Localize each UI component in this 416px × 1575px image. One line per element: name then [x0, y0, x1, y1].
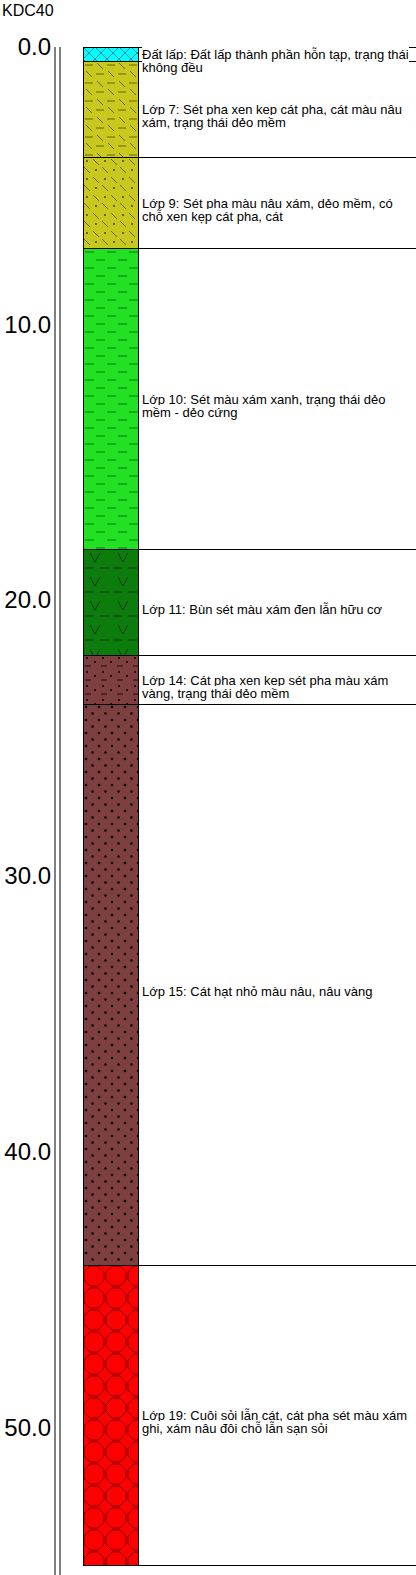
layer-fill [84, 158, 139, 249]
layer-column [83, 61, 139, 158]
description-text: Lớp 7: Sét pha xen kẹp cát pha, cát màu … [142, 102, 402, 130]
depth-label: 50.0 [0, 1414, 51, 1442]
layer-fill [84, 48, 139, 62]
description-text: Lớp 14: Cát pha xen kẹp sét pha màu xám … [142, 673, 388, 701]
soil-layer: Lớp 7: Sét pha xen kẹp cát pha, cát màu … [83, 61, 414, 157]
depth-label: 20.0 [0, 586, 51, 614]
layer-description: Đất lấp: Đất lấp thành phần hỗn tạp, trạ… [142, 48, 410, 74]
layer-column [83, 248, 139, 550]
layer-boundaries [138, 48, 416, 1566]
layer-description: Lớp 10: Sét màu xám xanh, trạng thái dẻo… [142, 393, 410, 419]
layer-fill [84, 656, 139, 705]
soil-layer: Lớp 14: Cát pha xen kẹp sét pha màu xám … [83, 655, 414, 704]
axis-line [60, 47, 61, 1575]
boundary-line [138, 1265, 416, 1266]
boundary-line [138, 655, 416, 656]
layer-column [83, 1265, 139, 1566]
description-text: Lớp 19: Cuội sỏi lẫn cát, cát pha sét mà… [142, 1408, 407, 1436]
layer-fill [84, 62, 139, 158]
boundary-line [138, 157, 416, 158]
layer-column [83, 157, 139, 249]
boundary-line [138, 1565, 416, 1566]
description-text: Lớp 10: Sét màu xám xanh, trạng thái dẻo… [142, 392, 385, 420]
layer-column [83, 549, 139, 656]
layer-description: Lớp 19: Cuội sỏi lẫn cát, cát pha sét mà… [142, 1409, 410, 1435]
soil-layer: Lớp 10: Sét màu xám xanh, trạng thái dẻo… [83, 248, 414, 549]
layer-description: Lớp 14: Cát pha xen kẹp sét pha màu xám … [142, 674, 410, 700]
soil-layer: Lớp 9: Sét pha màu nâu xám, dẻo mềm, có … [83, 157, 414, 248]
layer-description: Lớp 9: Sét pha màu nâu xám, dẻo mềm, có … [142, 197, 410, 223]
depth-label: 30.0 [0, 862, 51, 890]
depth-label: 0.0 [0, 33, 51, 61]
borehole-title: KDC40 [2, 1, 54, 20]
axis-line [55, 47, 56, 1575]
boundary-line [138, 549, 416, 550]
layer-fill [84, 550, 139, 656]
description-text: Lớp 11: Bùn sét màu xám đen lẫn hữu cơ [142, 602, 382, 617]
depth-label: 40.0 [0, 1138, 51, 1166]
boundary-line [138, 704, 416, 705]
layer-column [83, 704, 139, 1266]
soil-layer: Lớp 19: Cuội sỏi lẫn cát, cát pha sét mà… [83, 1265, 414, 1565]
boundary-line [138, 248, 416, 249]
layer-fill [84, 705, 139, 1266]
depth-label: 10.0 [0, 311, 51, 339]
description-text: Lớp 9: Sét pha màu nâu xám, dẻo mềm, có … [142, 196, 393, 224]
soil-layer: Lớp 11: Bùn sét màu xám đen lẫn hữu cơ [83, 549, 414, 655]
description-text: Đất lấp: Đất lấp thành phần hỗn tạp, trạ… [142, 47, 409, 75]
layer-fill [84, 249, 139, 550]
layer-description: Lớp 7: Sét pha xen kẹp cát pha, cát màu … [142, 103, 410, 129]
layer-description: Lớp 15: Cát hạt nhỏ màu nâu, nâu vàng [142, 985, 410, 998]
soil-layer: Lớp 15: Cát hạt nhỏ màu nâu, nâu vàng [83, 704, 414, 1265]
description-text: Lớp 15: Cát hạt nhỏ màu nâu, nâu vàng [142, 984, 372, 999]
layer-column [83, 655, 139, 705]
layer-fill [84, 1266, 139, 1566]
layer-column [83, 47, 139, 62]
layer-description: Lớp 11: Bùn sét màu xám đen lẫn hữu cơ [142, 603, 410, 616]
